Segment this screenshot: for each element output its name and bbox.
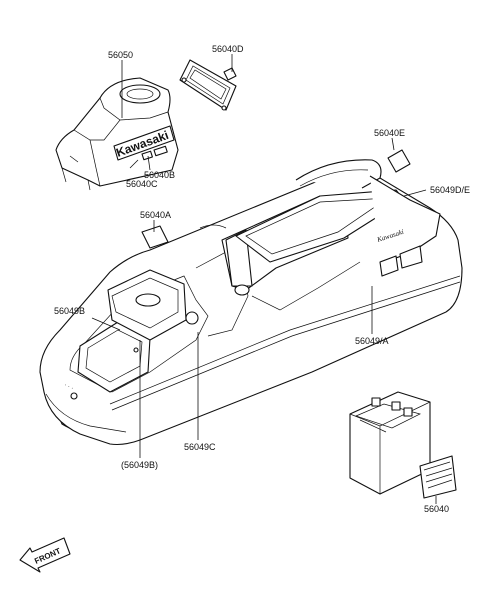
leader-lines [91,54,437,504]
engine-cover: Kawasaki [55,77,179,191]
callout-labels: 56050 56040D 56040B 56040C 56040E 56049D… [54,44,470,514]
jet-ski-hull: Kawasaki · · · [39,159,463,446]
label-56040d [223,67,237,81]
callout-56050: 56050 [108,50,133,60]
label-56040 [419,455,457,499]
callout-56040a: 56040A [140,210,171,220]
callout-56040c: 56040C [126,179,158,189]
label-56040e [387,149,411,173]
svg-text:· · ·: · · · [63,382,74,391]
hatch-lid [179,59,237,111]
front-arrow-icon: FRONT [19,537,71,573]
callout-56040e: 56040E [374,128,405,138]
callout-56049c: 56049C [184,442,216,452]
callout-56049b-paren: (56049B) [121,460,158,470]
battery [349,391,431,495]
callout-56049b: 56049B [54,306,85,316]
callout-56040b: 56040B [144,170,175,180]
callout-56040d: 56040D [212,44,244,54]
callout-56040: 56040 [424,504,449,514]
callout-56049a: 56049/A [355,336,389,346]
callout-56049de: 56049D/E [430,185,470,195]
